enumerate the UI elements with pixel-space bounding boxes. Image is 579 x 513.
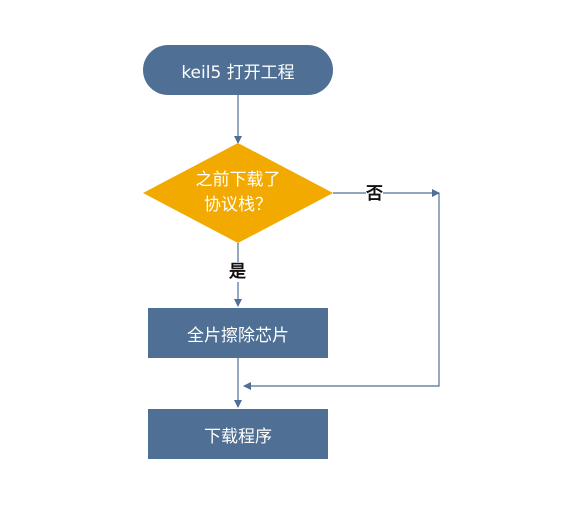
start-terminal-shape xyxy=(143,45,333,95)
edge-no-path-down-left xyxy=(243,193,440,390)
yes-branch-label: 是 xyxy=(229,262,246,282)
decision-diamond-shape xyxy=(143,143,333,243)
download-process-shape xyxy=(148,409,328,459)
erase-process-shape xyxy=(148,308,328,358)
no-branch-label: 否 xyxy=(366,184,383,204)
